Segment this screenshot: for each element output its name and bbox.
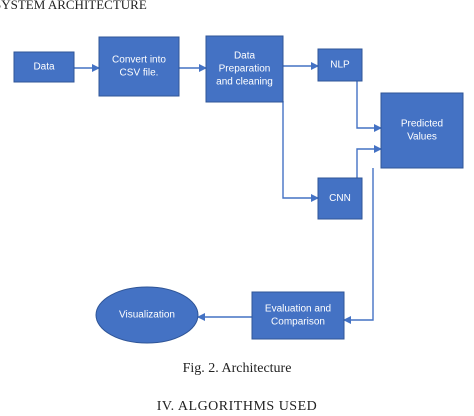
node-convert-label: CSV file.: [120, 68, 159, 79]
section-heading-bottom: IV. ALGORITHMS USED: [156, 399, 318, 414]
figure-caption: Fig. 2. Architecture: [182, 361, 292, 376]
node-convert-shape: [98, 36, 180, 97]
node-nlp-shape: [317, 48, 363, 82]
node-convert-label: Convert into: [112, 55, 166, 66]
node-eval-label: Comparison: [271, 317, 325, 328]
edge-nlp-to-predicted: [356, 81, 382, 132]
section-heading-top: SYSTEM ARCHITECTURE: [0, 0, 147, 12]
node-cnn: CNN: [317, 177, 363, 220]
node-viz-label: Visualization: [119, 310, 175, 321]
node-prep-label: and cleaning: [216, 77, 273, 88]
edge-cnn-to-predicted: [356, 145, 382, 178]
node-viz-shape: [95, 286, 199, 344]
node-nlp-label: NLP: [330, 60, 350, 71]
node-prep-shape: [205, 35, 284, 103]
edges-layer: [74, 62, 382, 324]
node-data: Data: [13, 51, 75, 83]
node-predicted-shape: [380, 92, 464, 169]
edge-predicted-to-eval: [343, 168, 374, 324]
node-predicted-label: Predicted: [401, 119, 443, 130]
node-data-shape: [13, 51, 75, 83]
node-viz: Visualization: [95, 286, 199, 344]
node-nlp: NLP: [317, 48, 363, 82]
node-cnn-shape: [317, 177, 363, 220]
node-prep-label: Preparation: [219, 64, 271, 75]
node-eval-shape: [251, 291, 345, 340]
node-prep-label: Data: [234, 51, 256, 62]
node-cnn-label: CNN: [329, 193, 351, 204]
node-eval-label: Evaluation and: [265, 304, 331, 315]
node-data-label: Data: [33, 62, 55, 73]
edge-prep-to-cnn: [282, 101, 319, 202]
node-predicted-label: Values: [407, 132, 437, 143]
